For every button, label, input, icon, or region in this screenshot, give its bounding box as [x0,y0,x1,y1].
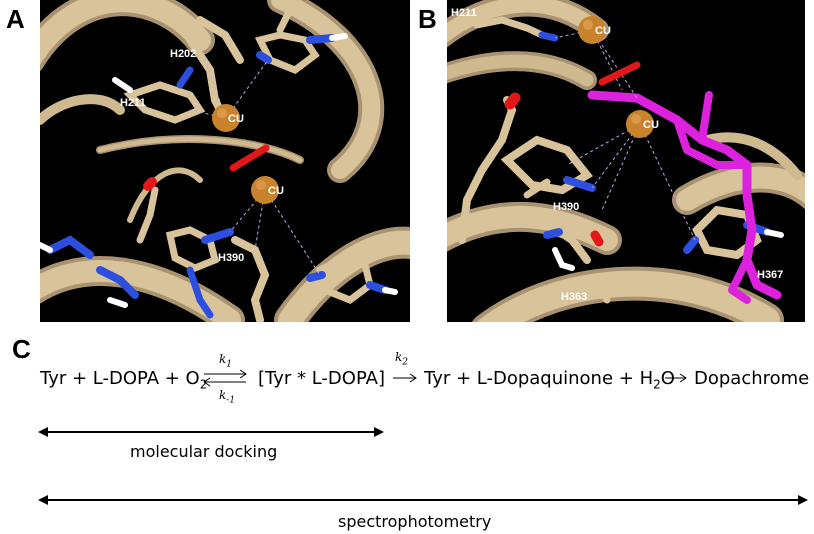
rate-constant-forward: k1 [219,352,232,369]
forward-arrow-k2 [393,373,417,383]
enzyme-substrate-complex: [Tyr * L-DOPA] [258,368,385,389]
label-b-h367: H367 [757,269,783,281]
panel-b-structure-image: H211 CU CU H390 H367 H363 [447,0,805,322]
spectrophotometry-label: spectrophotometry [338,512,492,531]
rate-constant-k2: k2 [395,350,408,367]
panel-a-svg: H202 H211 CU CU H390 [40,0,410,322]
label-b-cu-1: CU [595,25,611,37]
final-product: Dopachrome [694,368,810,389]
o2-subscript: 2 [199,377,208,392]
reactants-text: Tyr + L-DOPA + O2 [40,368,207,392]
reactants-main: Tyr + L-DOPA + O [40,368,200,389]
label-b-h390: H390 [553,201,579,213]
molecular-docking-label: molecular docking [130,442,278,461]
molecular-docking-range-arrow [38,427,384,437]
rate-forward-symbol: k [219,352,227,366]
panel-letter-c: C [12,334,31,364]
label-a-h390: H390 [218,252,244,264]
rate-reverse-symbol: k [219,388,227,402]
label-a-cu-2: CU [268,185,284,197]
rate-k2-symbol: k [395,350,403,364]
label-a-h202: H202 [170,48,196,60]
rate-forward-sub: 1 [226,359,233,370]
label-b-h363: H363 [561,291,587,303]
panel-letter-a: A [6,4,25,34]
rate-k2-sub: 2 [402,357,409,368]
rate-constant-reverse: k-1 [219,388,235,405]
label-a-h211: H211 [120,97,146,109]
panel-a-structure-image: H202 H211 CU CU H390 [40,0,410,322]
equilibrium-arrow [203,369,247,387]
label-a-cu-1: CU [228,113,244,125]
rate-reverse-sub: -1 [226,395,236,406]
spectrophotometry-range-arrow [38,495,808,505]
products-main: Tyr + L-Dopaquinone + H [424,368,654,389]
label-b-cu-2: CU [643,119,659,131]
panel-b-svg: H211 CU CU H390 H367 H363 [447,0,805,322]
h2o-subscript: 2 [653,377,661,392]
panel-letter-b: B [418,4,437,34]
forward-arrow-final [665,373,687,383]
products-text: Tyr + L-Dopaquinone + H2O [424,368,675,392]
label-b-h211: H211 [451,7,477,19]
